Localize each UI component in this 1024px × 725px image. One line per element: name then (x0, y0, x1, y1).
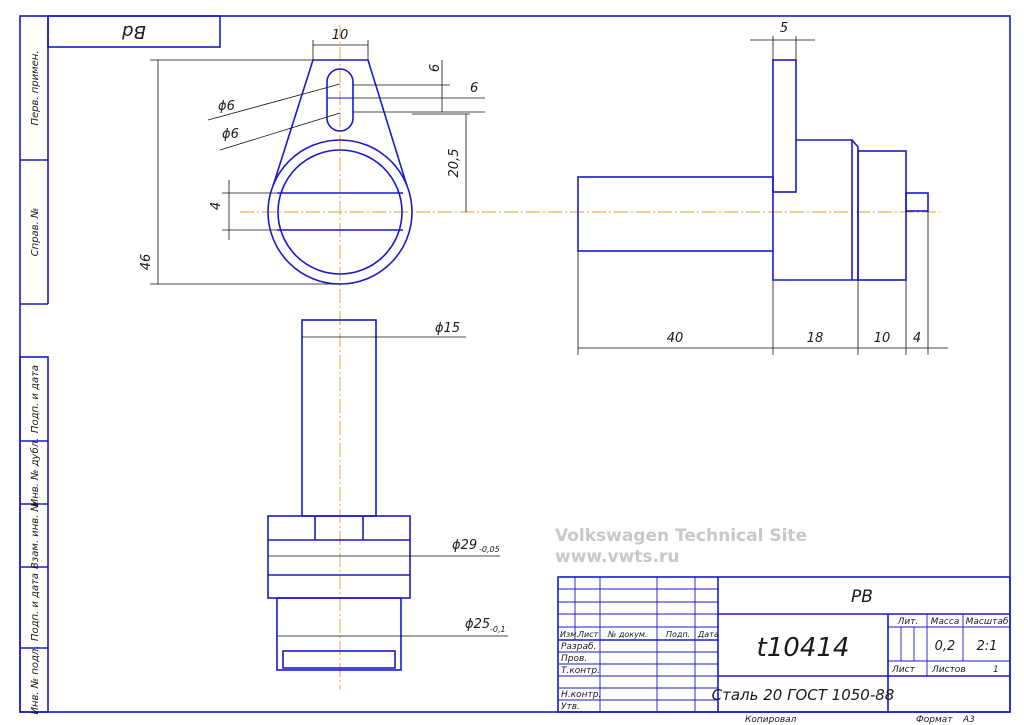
side-label-podp-data-2: Подп. и дата (30, 573, 41, 641)
dim-diameter-6-lower: ϕ6 (222, 127, 239, 142)
label-kopiroval: Копировал (745, 715, 797, 725)
dim-diameter-6-upper: ϕ6 (218, 99, 235, 114)
row-utv: Утв. (561, 702, 580, 712)
title-block (557, 576, 1011, 713)
row-data: Дата (697, 630, 719, 639)
row-podp: Подп. (666, 630, 690, 639)
row-razrab: Разраб. (561, 642, 596, 652)
sheet-frame (19, 15, 1011, 713)
title-designation: PB (851, 587, 873, 607)
dim-diameter-15: ϕ15 (435, 321, 460, 336)
side-view-dimensions (577, 36, 948, 355)
value-listov: 1 (993, 665, 999, 675)
corner-label: Bd (122, 21, 146, 42)
col-masshtab: Масштаб (966, 617, 1009, 627)
dim-length-18: 18 (807, 331, 824, 346)
dim-diameter-25: ϕ25 (465, 617, 490, 632)
dim-length-40: 40 (667, 331, 684, 346)
watermark-title: Volkswagen Technical Site (555, 526, 807, 546)
dim-length-10: 10 (874, 331, 891, 346)
front-view-dimensions (268, 336, 508, 637)
dim-flange-5: 5 (780, 21, 788, 36)
side-label-inv-dubl: Инв. № дубл. (29, 438, 41, 506)
label-list: Лист (891, 665, 916, 675)
col-lit: Лит. (897, 617, 919, 627)
row-prov: Пров. (561, 654, 587, 664)
side-strip: Перв. примен. Справ. № Подп. и дата Инв.… (19, 16, 49, 715)
side-label-perv-primen: Перв. примен. (30, 50, 41, 125)
title-material: Сталь 20 ГОСТ 1050-88 (712, 686, 895, 704)
row-nkontr: Н.контр. (561, 690, 601, 700)
top-view-dimensions (150, 40, 485, 285)
front-view (267, 319, 411, 671)
dim-20-5: 20,5 (447, 149, 462, 178)
dim-6-vertical: 6 (428, 64, 443, 72)
side-label-inv-podl: Инв. № подл. (30, 646, 41, 715)
dim-diameter-29-tolerance: -0,05 (479, 545, 500, 554)
row-tkontr: Т.контр. (561, 666, 600, 676)
value-masshtab: 2:1 (977, 639, 998, 654)
side-view (577, 59, 929, 281)
side-label-sprav: Справ. № (30, 208, 41, 257)
row-doc: № докум. (607, 630, 647, 639)
dim-diameter-25-tolerance: -0,1 (490, 625, 506, 634)
value-massa: 0,2 (935, 639, 956, 654)
dim-width-10: 10 (332, 28, 349, 43)
row-izm: Изм. (560, 630, 579, 639)
side-label-vzam-inv: Взам. инв. № (30, 501, 41, 569)
label-listov: Листов (931, 665, 966, 675)
dim-46-height: 46 (139, 254, 154, 271)
title-part-number: t10414 (757, 633, 850, 663)
dim-6-horizontal: 6 (470, 81, 478, 96)
watermark-url: www.vwts.ru (555, 547, 679, 567)
dim-diameter-29: ϕ29 (452, 538, 477, 553)
dim-4-thickness: 4 (209, 202, 224, 210)
side-label-podp-data-1: Подп. и дата (30, 365, 41, 433)
col-massa: Масса (931, 617, 960, 627)
dim-length-4: 4 (913, 331, 921, 346)
label-format: Формат (916, 715, 953, 725)
row-list: Лист (577, 630, 599, 639)
value-format: А3 (962, 715, 975, 725)
